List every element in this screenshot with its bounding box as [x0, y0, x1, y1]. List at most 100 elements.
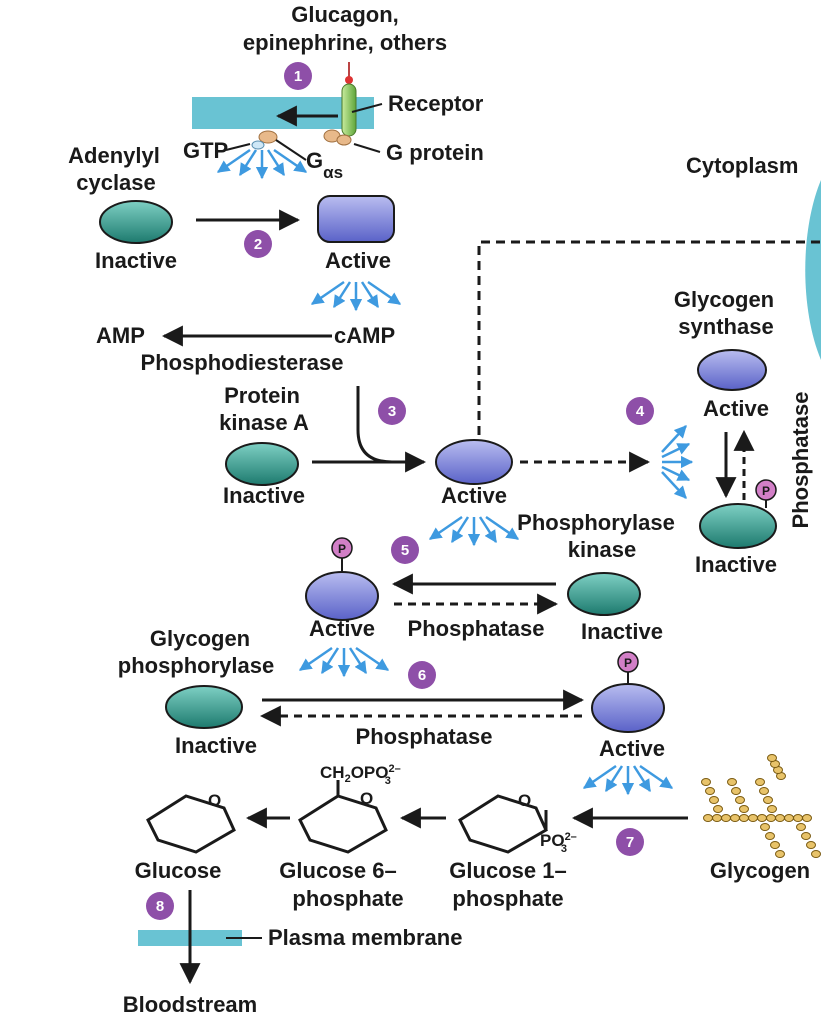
- spray-arrow: [604, 765, 624, 793]
- phosphorylase-kinase-inactive-label: Inactive: [581, 619, 663, 644]
- glycogen-bead: [760, 823, 770, 831]
- glycogen-bead: [712, 814, 722, 822]
- spray-arrow: [582, 764, 617, 790]
- svg-text:PO2–3: PO2–3: [540, 831, 577, 855]
- glycogen-bead: [801, 832, 811, 840]
- adenylyl-cyclase-inactive-label: Inactive: [95, 248, 177, 273]
- step-2-badge: 2: [244, 230, 272, 258]
- glycogen-bead: [767, 805, 777, 813]
- gtp-label: GTP: [183, 138, 228, 163]
- svg-text:O: O: [208, 791, 221, 810]
- spray-arrow: [320, 647, 340, 675]
- phosphorylase-kinase-label-1: Phosphorylase: [517, 510, 675, 535]
- glycogen-bead: [731, 787, 741, 795]
- amp-label: AMP: [96, 323, 145, 348]
- glycogen-synthase-active-label: Active: [703, 396, 769, 421]
- spray-arrow: [266, 149, 286, 177]
- glycogen-phosphorylase-label-2: phosphorylase: [118, 653, 274, 678]
- glucose-6-phosphate-label-2: phosphate: [292, 886, 403, 911]
- step-5-badge: 5: [391, 536, 419, 564]
- spray-arrow: [348, 647, 368, 675]
- spray-arrow: [478, 516, 498, 544]
- svg-text:1: 1: [294, 68, 302, 85]
- spray-arrows-kinase: [298, 646, 390, 678]
- phosphatase-vertical-label: Phosphatase: [788, 392, 813, 529]
- spray-arrow: [310, 280, 345, 306]
- plasma-membrane-label: Plasma membrane: [268, 925, 462, 950]
- spray-arrow: [216, 148, 251, 174]
- cytoplasm-membrane-edge: [805, 180, 821, 360]
- spray-arrow: [632, 765, 652, 793]
- glucose-1-phosphate-label-2: phosphate: [452, 886, 563, 911]
- glycogen-phosphorylase-label-1: Glycogen: [150, 626, 250, 651]
- spray-arrows-g-alpha: [216, 148, 308, 180]
- signal-label-line2: epinephrine, others: [243, 30, 447, 55]
- svg-text:4: 4: [636, 403, 645, 420]
- spray-arrows-cyclase: [310, 280, 402, 312]
- glycogen-bead: [713, 805, 723, 813]
- spray-arrow: [428, 515, 463, 541]
- glycogen-bead: [735, 796, 745, 804]
- svg-text:CH2OPO2–3: CH2OPO2–3: [320, 763, 401, 787]
- step-4-badge: 4: [626, 397, 654, 425]
- glycogen-bead: [802, 814, 812, 822]
- glycogen-phosphorylase-inactive: [165, 685, 243, 729]
- spray-arrows-phosphorylase: [582, 764, 674, 796]
- glycogen-bead: [739, 805, 749, 813]
- pka-inactive-label: Inactive: [223, 483, 305, 508]
- glycogen-synthase-label-2: synthase: [678, 314, 773, 339]
- glycogen-bead: [796, 823, 806, 831]
- glycogen-bead: [775, 850, 785, 858]
- step-3-badge: 3: [378, 397, 406, 425]
- phosphate-group-icon: P: [331, 537, 353, 572]
- spray-arrow: [661, 425, 687, 453]
- glucose-6-phosphate-ring-icon: O CH2OPO2–3: [298, 763, 401, 854]
- g-alpha-s-label: Gαs: [306, 148, 343, 182]
- adenylyl-cyclase-label-1: Adenylyl: [68, 143, 160, 168]
- step-1-badge: 1: [284, 62, 312, 90]
- spray-arrows-synthase: [661, 425, 694, 499]
- signal-label-line1: Glucagon,: [291, 2, 399, 27]
- phosphorylase-kinase-active-label: Active: [309, 616, 375, 641]
- glucose-6-phosphate-label-1: Glucose 6–: [279, 858, 396, 883]
- glycogen-bead: [757, 814, 767, 822]
- glycogen-phosphorylase-active: [591, 683, 665, 733]
- glycogen-bead: [705, 787, 715, 795]
- pka-active-label: Active: [441, 483, 507, 508]
- glycogen-bead: [784, 814, 794, 822]
- spray-arrow: [355, 646, 390, 672]
- step-7-badge: 7: [616, 828, 644, 856]
- spray-arrow: [661, 442, 691, 459]
- glycogen-bead: [775, 814, 785, 822]
- glycogen-bead: [748, 814, 758, 822]
- spray-arrow: [360, 281, 380, 309]
- svg-text:8: 8: [156, 898, 164, 915]
- svg-text:6: 6: [418, 667, 426, 684]
- camp-label: cAMP: [334, 323, 395, 348]
- glycogen-bead: [709, 796, 719, 804]
- spray-arrow: [298, 646, 333, 672]
- glycogen-bead: [759, 787, 769, 795]
- spray-arrow: [639, 764, 674, 790]
- glycogen-branch-icon: [701, 754, 821, 858]
- spray-arrow: [367, 280, 402, 306]
- svg-text:O: O: [360, 789, 373, 808]
- step-6-badge: 6: [408, 661, 436, 689]
- phosphodiesterase-label: Phosphodiesterase: [141, 350, 344, 375]
- svg-text:P: P: [624, 656, 632, 670]
- svg-text:7: 7: [626, 834, 634, 851]
- glycogen-bead: [721, 814, 731, 822]
- glycogen-bead: [755, 778, 765, 786]
- svg-text:P: P: [338, 542, 346, 556]
- svg-text:P: P: [762, 484, 770, 498]
- glycogen-bead: [727, 778, 737, 786]
- glycogen-bead: [766, 814, 776, 822]
- adenylyl-cyclase-active-label: Active: [325, 248, 391, 273]
- glycogen-phosphorylase-active-label: Active: [599, 736, 665, 761]
- kinase-phosphatase-label: Phosphatase: [408, 616, 545, 641]
- svg-text:3: 3: [388, 403, 396, 420]
- glycogen-label: Glycogen: [710, 858, 810, 883]
- glycogen-synthase-active: [697, 349, 767, 391]
- glycogen-bead: [793, 814, 803, 822]
